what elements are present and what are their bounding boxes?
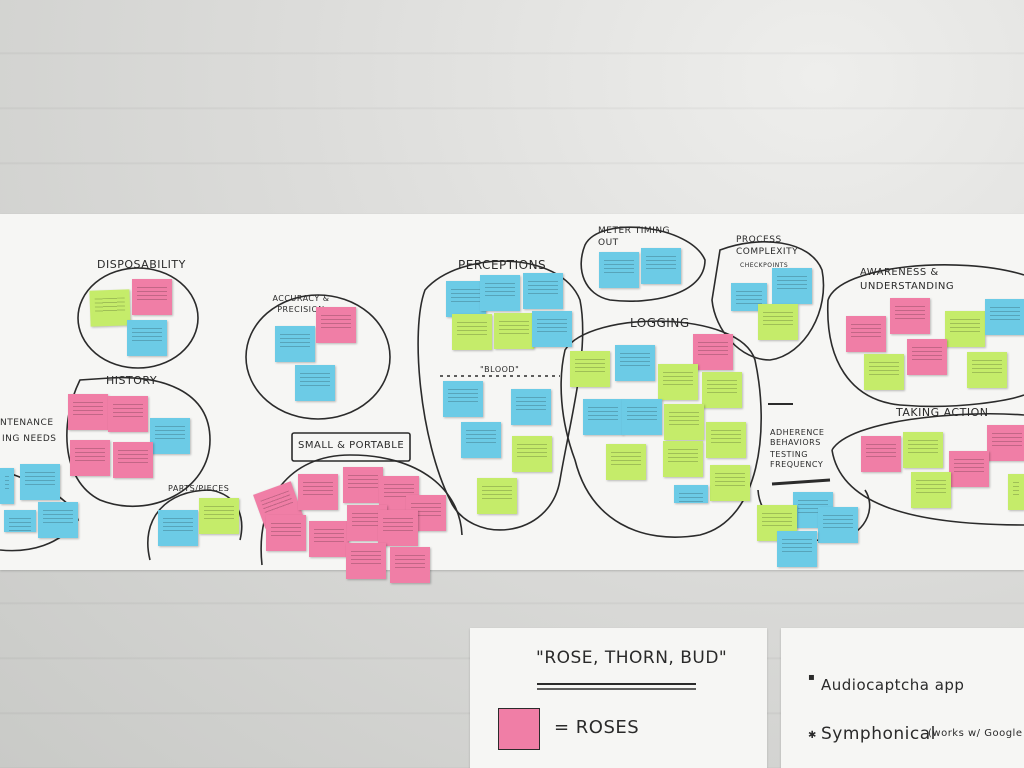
sticky-note-bud bbox=[967, 352, 1007, 388]
sticky-note-thorn bbox=[20, 464, 60, 500]
sticky-note-thorn bbox=[615, 345, 655, 381]
sticky-note-thorn bbox=[295, 365, 335, 401]
side-note-item-2: Symphonical bbox=[821, 724, 936, 744]
sticky-note-bud bbox=[494, 313, 534, 349]
sticky-note-thorn bbox=[158, 510, 198, 546]
sticky-note-thorn bbox=[523, 273, 563, 309]
sticky-note-rose bbox=[316, 307, 356, 343]
sticky-note-thorn bbox=[622, 399, 662, 435]
cluster-label-adherence: ADHERENCE BEHAVIORS bbox=[770, 428, 825, 447]
sticky-note-thorn bbox=[583, 399, 623, 435]
legend-rose-swatch bbox=[498, 708, 540, 750]
sticky-note-rose bbox=[68, 394, 108, 430]
sticky-note-thorn bbox=[511, 389, 551, 425]
sticky-note-thorn bbox=[127, 320, 167, 356]
sticky-note-bud bbox=[864, 354, 904, 390]
cluster-label-needs: ING NEEDS bbox=[2, 434, 57, 444]
sticky-note-thorn bbox=[674, 485, 708, 503]
side-note-bullet-1: ▪ bbox=[808, 672, 816, 683]
sticky-note-rose bbox=[132, 279, 172, 315]
cluster-label-awareness: AWARENESS & UNDERSTANDING bbox=[860, 267, 955, 292]
cluster-label-accuracy: ACCURACY & PRECISION bbox=[272, 294, 330, 314]
sticky-note-rose bbox=[861, 436, 901, 472]
sticky-note-bud bbox=[199, 498, 239, 534]
sticky-note-bud bbox=[477, 478, 517, 514]
sticky-note-thorn bbox=[38, 502, 78, 538]
sticky-note-rose bbox=[266, 515, 306, 551]
cluster-label-small-portable: SMALL & PORTABLE bbox=[298, 440, 405, 451]
sticky-note-rose bbox=[346, 543, 386, 579]
side-note-item-2-note: (works w/ Google bbox=[928, 728, 1023, 739]
sticky-note-thorn bbox=[777, 531, 817, 567]
cluster-label-perceptions: PERCEPTIONS bbox=[458, 258, 547, 272]
sticky-note-bud bbox=[903, 432, 943, 468]
cluster-label-testing: TESTING FREQUENCY bbox=[770, 450, 824, 469]
sticky-note-rose bbox=[108, 396, 148, 432]
cluster-label-parts-pieces: PARTS/PIECES bbox=[168, 484, 230, 493]
sticky-note-thorn bbox=[641, 248, 681, 284]
sticky-note-rose bbox=[693, 334, 733, 370]
sticky-note-thorn bbox=[731, 283, 767, 311]
cluster-label-checkpoints: CHECKPOINTS bbox=[740, 262, 789, 269]
sticky-note-thorn bbox=[772, 268, 812, 304]
sticky-note-bud bbox=[570, 351, 610, 387]
legend-title: "ROSE, THORN, BUD" bbox=[536, 648, 728, 668]
sticky-note-bud bbox=[663, 441, 703, 477]
sticky-note-thorn bbox=[150, 418, 190, 454]
sticky-note-thorn bbox=[985, 299, 1024, 335]
sticky-note-thorn bbox=[443, 381, 483, 417]
sticky-note-bud bbox=[1008, 474, 1024, 510]
sticky-note-thorn bbox=[818, 507, 858, 543]
sticky-note-thorn bbox=[532, 311, 572, 347]
sticky-note-rose bbox=[846, 316, 886, 352]
sticky-note-rose bbox=[298, 474, 338, 510]
sticky-note-rose bbox=[113, 442, 153, 478]
sticky-note-bud bbox=[706, 422, 746, 458]
sticky-note-bud bbox=[945, 311, 985, 347]
sticky-note-bud bbox=[606, 444, 646, 480]
cluster-label-disposability: DISPOSABILITY bbox=[97, 258, 186, 271]
cluster-label-process: PROCESS COMPLEXITY bbox=[736, 235, 799, 257]
cluster-label-logging: LOGGING bbox=[630, 316, 690, 330]
sticky-note-thorn bbox=[599, 252, 639, 288]
sticky-note-bud bbox=[758, 304, 798, 340]
sticky-note-thorn bbox=[461, 422, 501, 458]
sticky-note-rose bbox=[343, 467, 383, 503]
sticky-note-thorn bbox=[4, 510, 36, 532]
cluster-label-history: HISTORY bbox=[106, 374, 158, 387]
sticky-note-rose bbox=[378, 510, 418, 546]
sticky-note-bud bbox=[911, 472, 951, 508]
cluster-label-taking-action: TAKING ACTION bbox=[896, 406, 989, 419]
sticky-note-bud bbox=[452, 314, 492, 350]
sticky-note-rose bbox=[987, 425, 1024, 461]
side-note-paper bbox=[781, 628, 1024, 768]
sticky-note-thorn bbox=[275, 326, 315, 362]
side-note-item-1: Audiocaptcha app bbox=[821, 676, 965, 694]
sticky-note-rose bbox=[907, 339, 947, 375]
cluster-label-meter-timing: METER TIMING OUT bbox=[598, 226, 671, 248]
sticky-note-rose bbox=[70, 440, 110, 476]
sticky-note-bud bbox=[658, 364, 698, 400]
sticky-note-rose bbox=[390, 547, 430, 583]
sticky-note-bud bbox=[512, 436, 552, 472]
sticky-note-thorn bbox=[0, 468, 14, 504]
sticky-note-bud bbox=[664, 404, 704, 440]
sticky-note-rose bbox=[890, 298, 930, 334]
sticky-note-bud bbox=[702, 372, 742, 408]
sticky-note-thorn bbox=[446, 281, 486, 317]
sticky-note-rose bbox=[949, 451, 989, 487]
cluster-label-blood: "BLOOD" bbox=[480, 365, 520, 374]
side-note-bullet-2: ✱ bbox=[808, 730, 817, 741]
sticky-note-bud bbox=[710, 465, 750, 501]
sticky-note-thorn bbox=[480, 275, 520, 311]
legend-rose-label: = ROSES bbox=[554, 717, 640, 738]
cluster-label-maintenance: NTENANCE bbox=[0, 418, 54, 428]
sticky-note-rose bbox=[309, 521, 349, 557]
